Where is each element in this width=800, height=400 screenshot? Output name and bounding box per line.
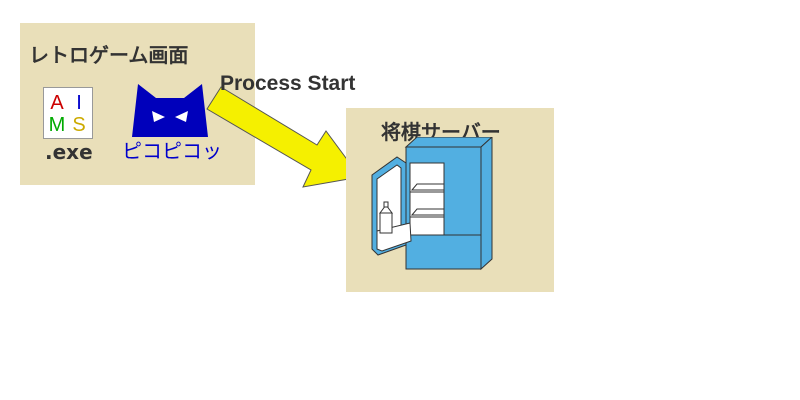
aims-letter-a: A — [50, 92, 64, 114]
aims-letter-s: S — [72, 114, 85, 136]
retro-game-screen-title: レトロゲーム画面 — [29, 43, 189, 67]
right-down-arrow-icon — [206, 86, 361, 188]
app-extension-label: .exe — [45, 140, 93, 164]
aims-letter-i: I — [76, 92, 82, 114]
aims-app-icon: A I M S — [43, 87, 93, 139]
refrigerator-icon — [371, 137, 493, 271]
process-start-label: Process Start — [220, 72, 356, 95]
pikopiko-label: ピコピコッ — [122, 139, 222, 163]
aims-letter-m: M — [49, 114, 66, 136]
cat-face-icon — [132, 84, 208, 137]
